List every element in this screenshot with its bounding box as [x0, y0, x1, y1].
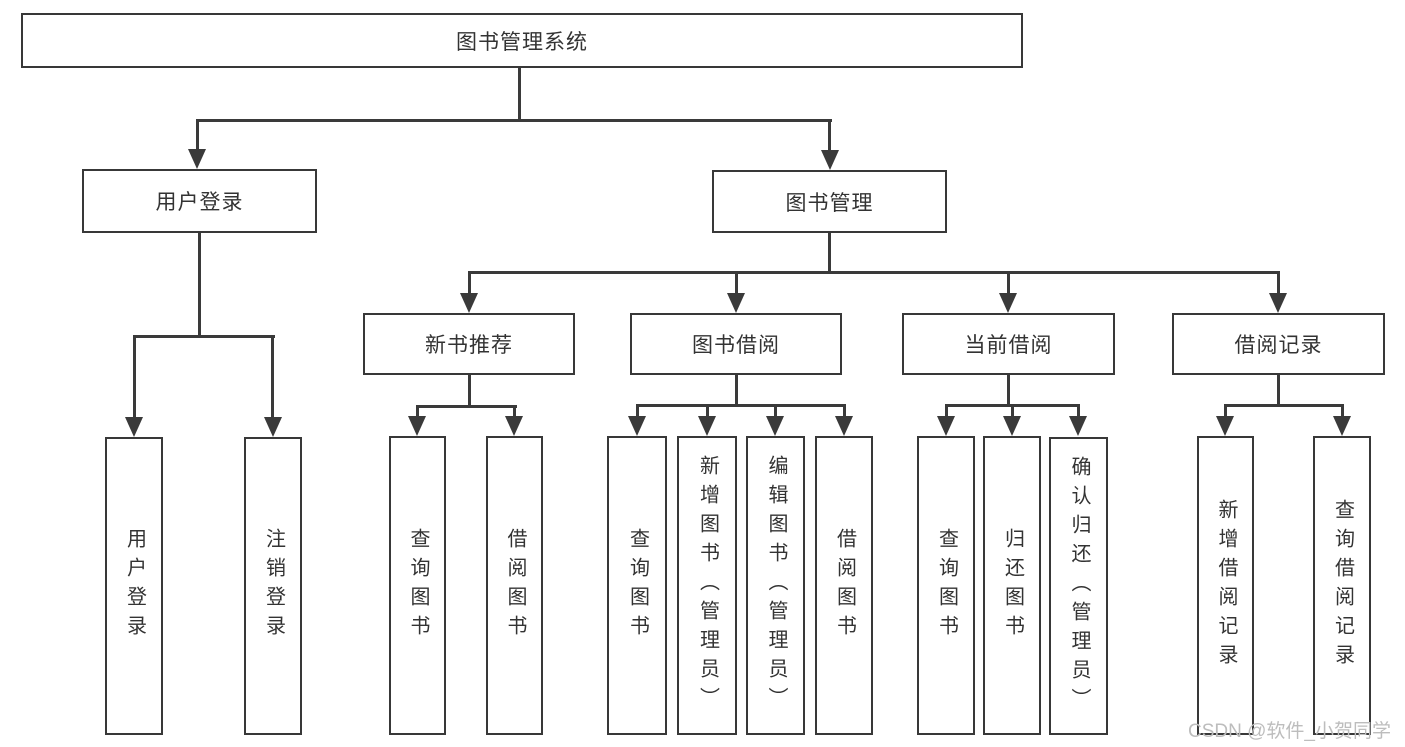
connector-drop: [1341, 404, 1344, 418]
node-leaf-query-books-recommend: 查询图书: [389, 436, 446, 735]
node-label: 用户登录: [123, 528, 146, 644]
connector-drop: [133, 335, 136, 419]
connector-drop: [1077, 404, 1080, 418]
arrow-down-icon: [1269, 293, 1287, 313]
connector-stem: [1277, 375, 1280, 406]
connector-branch: [416, 405, 517, 408]
node-label: 新书推荐: [425, 334, 513, 357]
node-label: 确认归还（管理员）: [1068, 455, 1090, 717]
node-leaf-return-book: 归还图书: [983, 436, 1041, 735]
arrow-down-icon: [460, 293, 478, 313]
connector-drop: [1224, 404, 1227, 418]
connector-stem: [1007, 375, 1010, 406]
node-label: 注销登录: [262, 528, 285, 644]
node-label: 编辑图书（管理员）: [765, 455, 787, 716]
arrow-down-icon: [1069, 416, 1087, 436]
node-label: 查询图书: [626, 527, 649, 644]
connector-branch: [1224, 404, 1344, 407]
node-label: 借阅图书: [833, 527, 856, 644]
node-leaf-borrow-books-recommend: 借阅图书: [486, 436, 543, 735]
node-label: 图书管理系统: [456, 30, 588, 54]
node-leaf-edit-book-admin: 编辑图书（管理员）: [746, 436, 805, 735]
node-label: 借阅图书: [504, 527, 526, 644]
connector-branch: [133, 335, 275, 338]
connector-drop: [828, 119, 831, 152]
arrow-down-icon: [937, 416, 955, 436]
connector-level1-branch: [196, 119, 832, 122]
connector-drop: [1277, 271, 1280, 295]
arrow-down-icon: [1216, 416, 1234, 436]
node-label: 用户登录: [155, 191, 244, 214]
node-user-login-module: 用户登录: [82, 169, 317, 233]
node-leaf-borrow-books: 借阅图书: [815, 436, 873, 735]
arrow-down-icon: [408, 416, 426, 436]
node-new-book-recommend: 新书推荐: [363, 313, 575, 375]
node-label: 图书管理: [785, 191, 874, 215]
arrow-down-icon: [698, 416, 716, 436]
node-leaf-query-borrow-record: 查询借阅记录: [1313, 436, 1371, 735]
node-label: 查询图书: [407, 527, 429, 644]
arrow-down-icon: [821, 150, 839, 170]
node-label: 归还图书: [1001, 527, 1024, 644]
node-label: 新增借阅记录: [1215, 498, 1237, 673]
arrow-down-icon: [1333, 416, 1351, 436]
arrow-down-icon: [188, 149, 206, 169]
node-leaf-add-book-admin: 新增图书（管理员）: [677, 436, 737, 735]
node-borrowing-records: 借阅记录: [1172, 313, 1385, 375]
node-leaf-user-login: 用户登录: [105, 437, 163, 735]
connector-drop: [706, 404, 709, 418]
connector-drop: [513, 405, 516, 418]
arrow-down-icon: [628, 416, 646, 436]
node-leaf-query-books-borrowing: 查询图书: [607, 436, 667, 735]
node-leaf-confirm-return-admin: 确认归还（管理员）: [1049, 437, 1108, 735]
arrow-down-icon: [766, 416, 784, 436]
arrow-down-icon: [1003, 416, 1021, 436]
connector-drop: [843, 404, 846, 418]
node-root-system: 图书管理系统: [21, 13, 1023, 68]
node-leaf-query-books-current: 查询图书: [917, 436, 975, 735]
connector-drop: [1007, 271, 1010, 295]
arrow-down-icon: [727, 293, 745, 313]
connector-drop: [468, 271, 471, 295]
connector-drop: [774, 404, 777, 418]
connector-drop: [735, 271, 738, 295]
connector-stem: [198, 233, 201, 337]
arrow-down-icon: [505, 416, 523, 436]
node-book-management-module: 图书管理: [712, 170, 947, 233]
connector-drop: [196, 119, 199, 151]
node-leaf-logout: 注销登录: [244, 437, 302, 735]
connector-drop: [945, 404, 948, 418]
connector-level3-branch: [468, 271, 1280, 274]
connector-drop: [1011, 404, 1014, 418]
connector-stem: [735, 375, 738, 406]
arrow-down-icon: [999, 293, 1017, 313]
arrow-down-icon: [125, 417, 143, 437]
node-label: 新增图书（管理员）: [696, 455, 719, 716]
node-label: 当前借阅: [964, 334, 1053, 357]
connector-stem: [468, 375, 471, 407]
csdn-watermark: CSDN @软件_小贺同学: [1188, 721, 1391, 742]
node-book-borrowing: 图书借阅: [630, 313, 842, 375]
connector-drop: [416, 405, 419, 418]
arrow-down-icon: [835, 416, 853, 436]
arrow-down-icon: [264, 417, 282, 437]
node-label: 查询借阅记录: [1331, 498, 1354, 673]
node-current-borrowing: 当前借阅: [902, 313, 1115, 375]
connector-branch: [636, 404, 846, 407]
node-label: 查询图书: [935, 527, 958, 644]
connector-stem: [828, 233, 831, 273]
node-leaf-add-borrow-record: 新增借阅记录: [1197, 436, 1254, 735]
connector-drop: [636, 404, 639, 418]
node-label: 图书借阅: [692, 334, 780, 357]
connector-drop: [271, 335, 274, 419]
node-label: 借阅记录: [1234, 334, 1323, 357]
connector-root-stem: [518, 68, 521, 120]
